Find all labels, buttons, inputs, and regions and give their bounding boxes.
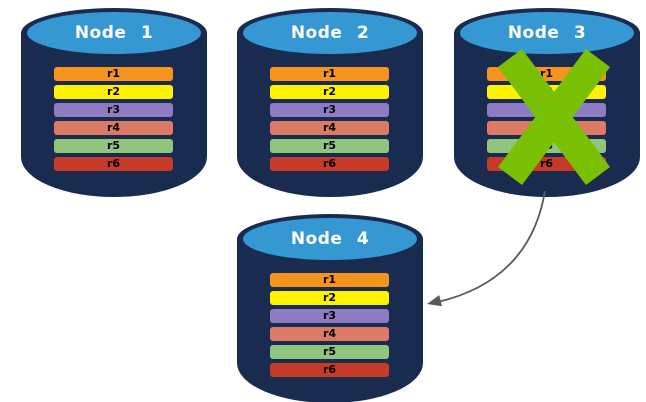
node-1-record-r2: r2 xyxy=(54,85,173,99)
node-3: Node 3 r1 r2 r3 r4 r5 r6 xyxy=(454,8,640,197)
node-4-cylinder-top: Node 4 xyxy=(243,218,417,260)
node-4-record-r4: r4 xyxy=(270,327,389,341)
node-2-title: Node 2 xyxy=(290,23,370,43)
node-4-record-r1: r1 xyxy=(270,273,389,287)
node-4-record-r2: r2 xyxy=(270,291,389,305)
node-2-record-r3: r3 xyxy=(270,103,389,117)
node-1-title: Node 1 xyxy=(74,23,154,43)
node-2-record-r4: r4 xyxy=(270,121,389,135)
node-2-record-r1: r1 xyxy=(270,67,389,81)
node-3-title: Node 3 xyxy=(507,23,587,43)
failover-arrowhead-icon xyxy=(427,295,442,307)
node-4-record-r6: r6 xyxy=(270,363,389,377)
node-4-record-r3: r3 xyxy=(270,309,389,323)
node-2-record-r6: r6 xyxy=(270,157,389,171)
node-4: Node 4 r1 r2 r3 r4 r5 r6 xyxy=(237,214,423,402)
node-2-record-r2: r2 xyxy=(270,85,389,99)
node-2-cylinder-top: Node 2 xyxy=(243,12,417,54)
node-1-records: r1 r2 r3 r4 r5 r6 xyxy=(54,67,173,175)
node-1-record-r3: r3 xyxy=(54,103,173,117)
node-2-record-r5: r5 xyxy=(270,139,389,153)
node-3-cylinder-top: Node 3 xyxy=(460,12,634,54)
node-4-record-r5: r5 xyxy=(270,345,389,359)
node-1-cylinder-top: Node 1 xyxy=(27,12,201,54)
node-1-record-r1: r1 xyxy=(54,67,173,81)
node-1-record-r5: r5 xyxy=(54,139,173,153)
node-2: Node 2 r1 r2 r3 r4 r5 r6 xyxy=(237,8,423,197)
failover-arrow-curve xyxy=(437,190,546,303)
node-1: Node 1 r1 r2 r3 r4 r5 r6 xyxy=(21,8,207,197)
node-4-records: r1 r2 r3 r4 r5 r6 xyxy=(270,273,389,381)
node-1-record-r6: r6 xyxy=(54,157,173,171)
node-2-records: r1 r2 r3 r4 r5 r6 xyxy=(270,67,389,175)
failure-x-icon xyxy=(497,49,611,185)
node-1-record-r4: r4 xyxy=(54,121,173,135)
node-4-title: Node 4 xyxy=(290,229,370,249)
